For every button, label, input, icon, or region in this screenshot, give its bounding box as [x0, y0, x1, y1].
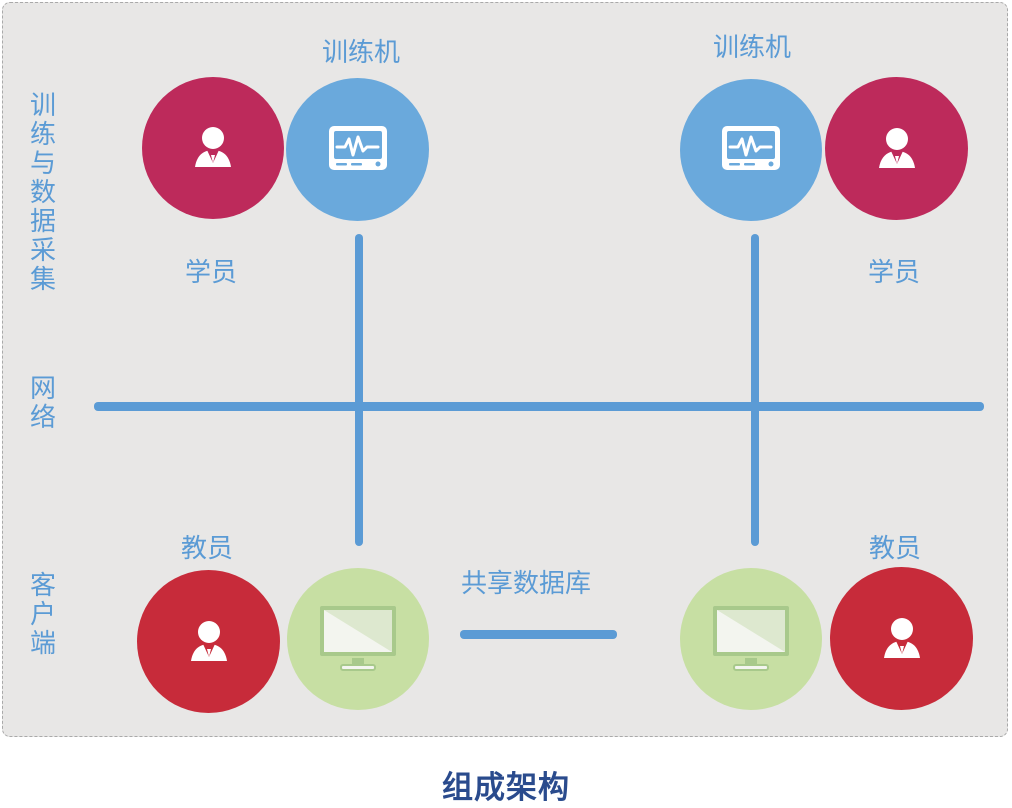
left-connection-line: [355, 234, 363, 546]
student-node-right: [825, 77, 968, 220]
person-icon: [883, 617, 920, 658]
computer-monitor-icon: [713, 606, 789, 671]
shared-database-label: 共享数据库: [461, 569, 592, 599]
trainer-label-right: 训练机: [713, 33, 792, 63]
person-icon: [195, 127, 231, 167]
client-node-right: [680, 568, 822, 710]
teacher-label-left: 教员: [181, 534, 234, 564]
computer-monitor-icon: [320, 606, 396, 671]
right-connection-line: [751, 234, 759, 546]
teacher-node-right: [830, 567, 973, 710]
section-label-client: 客户端: [29, 571, 56, 659]
student-label-right: 学员: [868, 258, 921, 288]
student-label-left: 学员: [185, 258, 238, 288]
ecg-monitor-icon: [722, 126, 780, 170]
trainer-node-left: [286, 78, 429, 221]
diagram-title: 组成架构: [442, 770, 570, 806]
client-node-left: [287, 568, 429, 710]
teacher-label-right: 教员: [869, 534, 922, 564]
section-label-acquisition: 训练与数据采集: [29, 91, 56, 295]
network-bus-line: [94, 402, 984, 411]
trainer-node-right: [680, 79, 822, 221]
ecg-monitor-icon: [328, 125, 387, 170]
person-icon: [878, 127, 915, 168]
trainer-label-left: 训练机: [322, 38, 401, 68]
teacher-node-left: [137, 570, 280, 713]
section-label-network: 网络: [29, 374, 56, 433]
person-icon: [190, 620, 227, 661]
student-node-left: [142, 77, 284, 219]
shared-database-line: [460, 630, 617, 639]
